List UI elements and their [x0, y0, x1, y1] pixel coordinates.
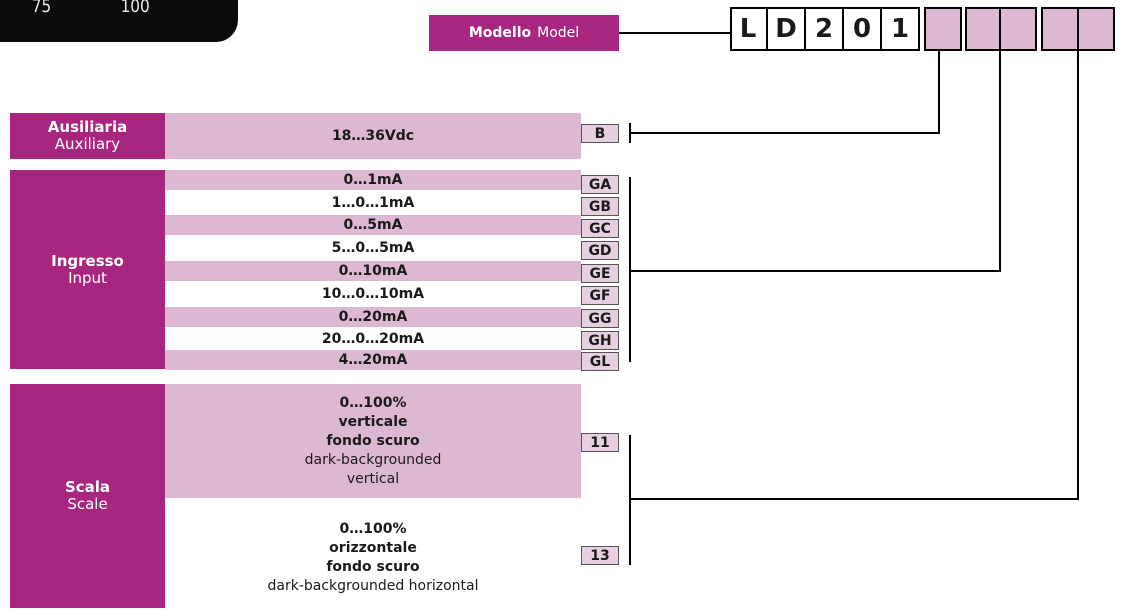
scale-option-vertical: 0…100% verticale fondo scuro dark-backgr… [165, 384, 581, 498]
scale-description-en: vertical [346, 470, 400, 487]
meter-image: 75 100 [0, 0, 238, 42]
input-label-en: Input [68, 268, 107, 287]
scale-code: 11 [581, 433, 619, 452]
auxiliary-code: B [581, 124, 619, 143]
input-connector-line [631, 270, 1001, 272]
auxiliary-connector-line [938, 51, 940, 133]
auxiliary-label-en: Auxiliary [54, 135, 121, 153]
input-option: 0…1mA [165, 170, 581, 190]
input-bracket [629, 177, 631, 362]
input-option: 0…5mA [165, 215, 581, 235]
input-category: Ingresso Input [10, 170, 165, 369]
model-code-char: D [768, 7, 806, 51]
input-code: GF [581, 286, 619, 305]
auxiliary-connector-line [631, 132, 940, 134]
input-connector-line [999, 51, 1001, 272]
auxiliary-code-slot [924, 7, 962, 51]
model-connector-line [619, 32, 730, 34]
model-label-it: Modello [468, 25, 532, 41]
input-code: GC [581, 219, 619, 238]
input-option: 20…0…20mA [321, 331, 425, 347]
input-label-it: Ingresso [51, 251, 124, 270]
scale-range: 0…100% [339, 394, 407, 411]
scale-label-it: Scala [64, 478, 111, 496]
model-label-en: Model [537, 25, 580, 41]
auxiliary-label-it: Ausiliaria [47, 118, 128, 136]
input-option: 4…20mA [165, 350, 581, 370]
input-code: GA [581, 175, 619, 194]
scale-bracket [629, 435, 631, 565]
meter-tick-label: 75 [31, 0, 52, 17]
model-code-box [730, 7, 920, 51]
input-option: 0…20mA [165, 307, 581, 327]
input-code-slot-divider [999, 9, 1001, 49]
scale-background-it: fondo scuro [326, 559, 420, 575]
input-option: 0…10mA [165, 261, 581, 281]
input-code: GL [581, 352, 619, 371]
model-code-char: 2 [806, 7, 844, 51]
scale-range: 0…100% [339, 521, 407, 537]
scale-description-en: dark-backgrounded horizontal [267, 578, 479, 594]
input-option: 10…0…10mA [321, 286, 425, 302]
input-code: GG [581, 309, 619, 328]
scale-orientation-it: verticale [338, 413, 408, 430]
scale-option-horizontal: 0…100% orizzontale fondo scuro dark-back… [165, 508, 581, 608]
meter-tick-label: 100 [120, 0, 150, 17]
model-code-char: 1 [890, 14, 910, 44]
input-code: GB [581, 197, 619, 216]
input-option: 1…0…1mA [331, 195, 415, 211]
auxiliary-bracket [629, 123, 631, 143]
scale-orientation-it: orizzontale [329, 540, 417, 556]
scale-connector-line [1077, 51, 1079, 500]
input-code: GD [581, 241, 619, 260]
input-option: 5…0…5mA [331, 240, 415, 256]
model-code-char: L [730, 7, 768, 51]
scale-description-en: dark-backgrounded [304, 451, 442, 468]
input-code-slot [965, 7, 1037, 51]
model-label: Modello Model [429, 15, 619, 51]
scale-label-en: Scale [67, 495, 108, 513]
auxiliary-option: 18…36Vdc [165, 113, 581, 159]
model-code-char: 0 [844, 7, 882, 51]
scale-category: Scala Scale [10, 384, 165, 608]
scale-code: 13 [581, 546, 619, 565]
scale-connector-line [631, 498, 1079, 500]
auxiliary-category: Ausiliaria Auxiliary [10, 113, 165, 159]
input-code: GH [581, 331, 619, 350]
input-code: GE [581, 264, 619, 283]
scale-code-slot-divider [1077, 9, 1079, 49]
scale-background-it: fondo scuro [326, 432, 420, 449]
